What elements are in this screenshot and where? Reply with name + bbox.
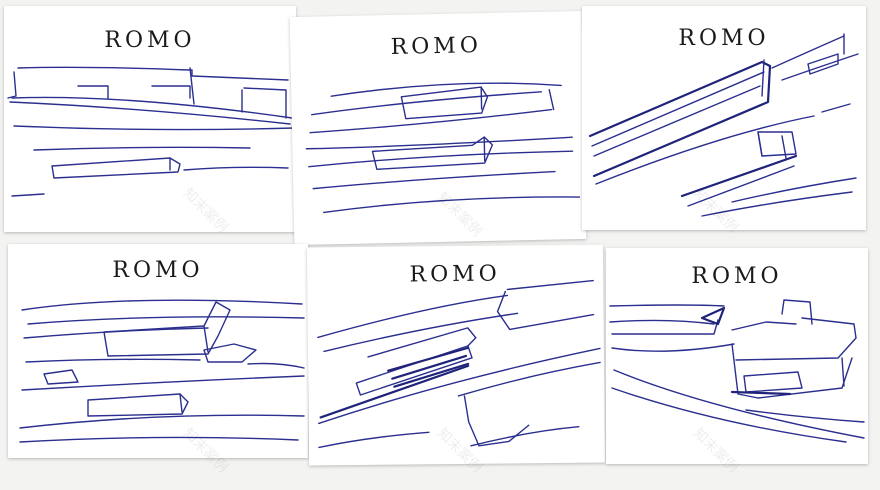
sketch-card-4: ROMO (8, 244, 308, 458)
sketch-card-5: ROMO (306, 244, 606, 466)
sketch-drawing (588, 33, 859, 217)
sketch-drawing (19, 299, 305, 443)
sketch-title: ROMO (112, 258, 204, 283)
sketch-title: ROMO (691, 264, 783, 289)
sketch-drawing (7, 66, 295, 197)
sketch-title: ROMO (678, 26, 770, 51)
sketch-drawing (305, 82, 581, 214)
sketch-drawing (609, 299, 865, 443)
sketch-title: ROMO (104, 28, 196, 53)
sketch-card-2: ROMO (289, 10, 587, 246)
sketch-card-6: ROMO (606, 248, 868, 464)
sketch-card-3: ROMO (582, 6, 866, 230)
sketch-card-1: ROMO (4, 6, 296, 232)
sketch-drawing (317, 279, 601, 449)
